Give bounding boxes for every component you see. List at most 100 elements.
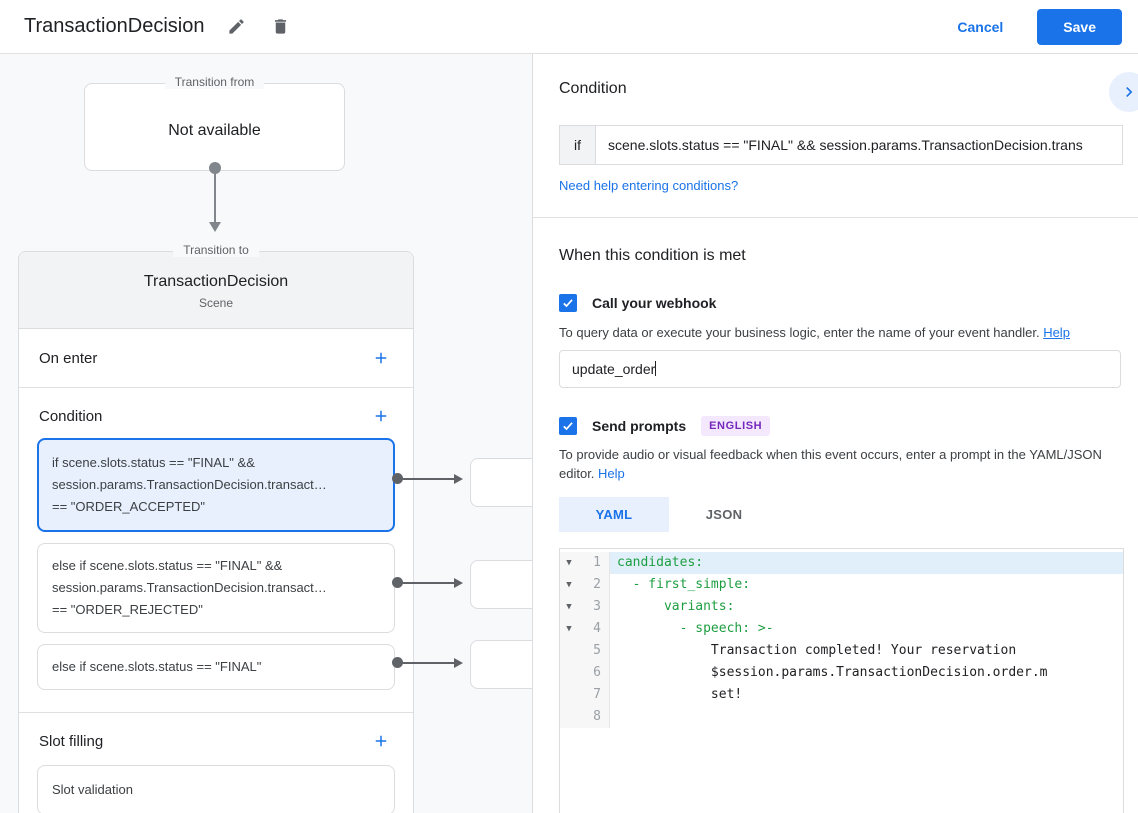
editor-gutter: 8 <box>560 706 610 728</box>
pencil-icon <box>229 19 244 34</box>
condition-card-line: else if scene.slots.status == "FINAL" <box>52 659 262 674</box>
scene-card-title: TransactionDecision <box>143 273 289 290</box>
transition-from-label: Transition from <box>164 75 265 89</box>
tab-json[interactable]: JSON <box>705 507 743 522</box>
slot-filling-label: Slot filling <box>39 732 104 750</box>
tab-yaml[interactable]: YAML <box>559 497 669 532</box>
transition-target-node[interactable] <box>470 560 532 609</box>
panel-divider <box>533 217 1138 218</box>
webhook-checkbox[interactable] <box>559 294 577 312</box>
condition-expression-row: if scene.slots.status == "FINAL" && sess… <box>559 125 1123 165</box>
editor-gutter: 6 <box>560 662 610 684</box>
condition-help-link[interactable]: Need help entering conditions? <box>559 178 739 193</box>
line-number: 4 <box>593 621 601 636</box>
editor-line: ▼3 variants: <box>560 596 1123 618</box>
webhook-description: To query data or execute your business l… <box>559 323 1115 342</box>
editor-line: ▼ 1 candidates: <box>560 552 1123 574</box>
condition-heading: Condition <box>559 80 627 97</box>
condition-editor-panel: Condition if scene.slots.status == "FINA… <box>532 54 1138 813</box>
code-text[interactable]: $session.params.TransactionDecision.orde… <box>617 665 1048 680</box>
code-text[interactable]: candidates: <box>610 552 1123 574</box>
editor-gutter: ▼4 <box>560 618 610 640</box>
webhook-checkbox-label: Call your webhook <box>592 295 717 311</box>
language-badge: ENGLISH <box>701 416 771 436</box>
editor-line: ▼4 - speech: >- <box>560 618 1123 640</box>
webhook-name-value: update_order <box>572 361 656 377</box>
prompts-checkbox[interactable] <box>559 417 577 435</box>
editor-line: 7 set! <box>560 684 1123 706</box>
webhook-help-link[interactable]: Help <box>1043 325 1070 340</box>
code-text[interactable]: set! <box>617 687 743 702</box>
add-condition-button[interactable] <box>369 404 393 428</box>
plus-icon <box>375 735 387 747</box>
connector-dot <box>392 473 403 484</box>
scene-card-header[interactable]: TransactionDecision Scene <box>19 252 413 329</box>
code-text[interactable]: - first_simple: <box>617 577 751 592</box>
text-caret <box>655 361 657 376</box>
plus-icon <box>375 352 387 364</box>
add-slot-button[interactable] <box>369 729 393 753</box>
connector-dot <box>392 657 403 668</box>
chevron-right-icon <box>1126 87 1133 97</box>
line-number: 7 <box>593 687 601 702</box>
code-text[interactable] <box>610 706 1123 728</box>
code-text[interactable]: variants: <box>617 599 735 614</box>
page-title: TransactionDecision <box>24 15 205 37</box>
checkmark-icon <box>563 299 573 308</box>
editor-line: ▼2 - first_simple: <box>560 574 1123 596</box>
editor-line: 8 <box>560 706 1123 728</box>
connector-arrowhead-icon <box>209 222 221 232</box>
collapse-panel-button[interactable] <box>1109 72 1138 112</box>
connector-arrowhead-icon <box>454 578 463 588</box>
slot-validation-card[interactable]: Slot validation <box>37 765 395 813</box>
condition-expression-input[interactable]: scene.slots.status == "FINAL" && session… <box>596 125 1123 165</box>
fold-toggle-icon[interactable]: ▼ <box>566 602 572 612</box>
transition-to-label: Transition to <box>173 243 259 257</box>
editor-gutter: 5 <box>560 640 610 662</box>
webhook-name-input[interactable]: update_order <box>559 350 1121 388</box>
edit-scene-button[interactable] <box>224 15 248 39</box>
line-number: 3 <box>593 599 601 614</box>
webhook-checkbox-row: Call your webhook <box>559 294 716 312</box>
fold-toggle-icon[interactable]: ▼ <box>566 558 572 568</box>
trash-icon <box>274 19 286 34</box>
delete-scene-button[interactable] <box>268 15 292 39</box>
add-on-enter-button[interactable] <box>369 346 393 370</box>
connector-dot <box>392 577 403 588</box>
prompts-checkbox-label: Send prompts <box>592 418 687 434</box>
condition-card-line: session.params.TransactionDecision.trans… <box>52 477 327 492</box>
connector-line <box>400 662 456 664</box>
plus-icon <box>375 410 387 422</box>
scene-diagram-canvas: Transition from Not available Transition… <box>0 54 532 813</box>
condition-cards: if scene.slots.status == "FINAL" &&sessi… <box>19 438 413 690</box>
transition-target-node[interactable] <box>470 640 532 689</box>
editor-gutter: ▼3 <box>560 596 610 618</box>
cancel-button[interactable]: Cancel <box>957 18 1004 35</box>
connector-line <box>400 582 456 584</box>
editor-tabs: YAML JSON <box>559 497 779 532</box>
connector-arrowhead-icon <box>454 474 463 484</box>
code-text[interactable]: Transaction completed! Your reservation <box>617 643 1017 658</box>
condition-card[interactable]: else if scene.slots.status == "FINAL" <box>37 644 395 690</box>
top-bar: TransactionDecision Cancel Save <box>0 0 1138 54</box>
condition-card[interactable]: else if scene.slots.status == "FINAL" &&… <box>37 543 395 633</box>
slot-filling-section: Slot filling Slot validation <box>19 713 413 813</box>
prompts-help-link[interactable]: Help <box>598 466 625 481</box>
connector-line <box>214 168 216 222</box>
transition-target-node[interactable] <box>470 458 532 507</box>
fold-toggle-icon[interactable]: ▼ <box>566 580 572 590</box>
transition-to-card: Transition to TransactionDecision Scene … <box>18 243 414 813</box>
scene-card-subtitle: Scene <box>198 296 234 310</box>
code-text[interactable]: - speech: >- <box>617 621 774 636</box>
when-met-heading: When this condition is met <box>559 247 746 264</box>
connector-arrowhead-icon <box>454 658 463 668</box>
prompts-description-text: To provide audio or visual feedback when… <box>559 447 1102 481</box>
line-number: 1 <box>593 555 601 570</box>
transition-from-box: Transition from Not available <box>84 75 345 171</box>
condition-card[interactable]: if scene.slots.status == "FINAL" &&sessi… <box>37 438 395 532</box>
fold-toggle-icon[interactable]: ▼ <box>566 624 572 634</box>
line-number: 8 <box>593 709 601 724</box>
save-button[interactable]: Save <box>1037 8 1122 45</box>
